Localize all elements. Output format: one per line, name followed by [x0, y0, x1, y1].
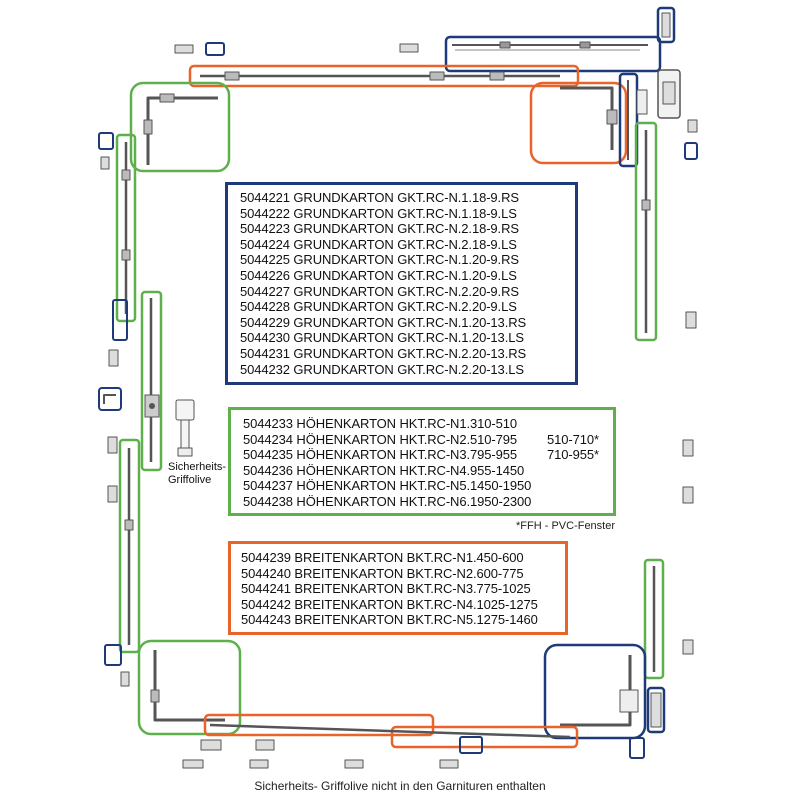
bottom-left-corner-drive	[137, 639, 242, 736]
bottom-right-keeper	[629, 737, 645, 759]
breitenkarton-line: 5044242 BREITENKARTON BKT.RC-N4.1025-127…	[241, 596, 538, 612]
hoehenkarton-line: 5044233 HÖHENKARTON HKT.RC-N1.310-510	[243, 416, 517, 431]
top-part-2	[205, 42, 225, 56]
grundkarton-line: 5044223 GRUNDKARTON GKT.RC-N.2.18-9.RS	[240, 221, 519, 237]
hoehenkarton-line: 5044236 HÖHENKARTON HKT.RC-N4.955-1450	[243, 462, 525, 478]
right-lower-rod	[643, 558, 665, 680]
top-right-corner-drive	[529, 81, 628, 165]
top-right-small-part	[656, 6, 676, 44]
grundkarton-line: 5044221 GRUNDKARTON GKT.RC-N.1.18-9.RS	[240, 190, 519, 205]
top-right-vertical-part	[618, 72, 639, 168]
grundkarton-line: 5044229 GRUNDKARTON GKT.RC-N.1.20-13.RS	[240, 314, 527, 330]
grundkarton-line: 5044224 GRUNDKARTON GKT.RC-N.2.18-9.LS	[240, 236, 517, 252]
grundkarton-line: 5044230 GRUNDKARTON GKT.RC-N.1.20-13.LS	[240, 330, 524, 346]
grundkarton-line: 5044226 GRUNDKARTON GKT.RC-N.1.20-9.LS	[240, 267, 517, 283]
breitenkarton-line: 5044241 BREITENKARTON BKT.RC-N3.775-1025	[241, 581, 531, 597]
hoehenkarton-box: 5044233 HÖHENKARTON HKT.RC-N1.310-510 50…	[228, 407, 616, 516]
hoehenkarton-line: 5044238 HÖHENKARTON HKT.RC-N6.1950-2300	[243, 493, 532, 509]
grundkarton-line: 5044222 GRUNDKARTON GKT.RC-N.1.18-9.LS	[240, 205, 517, 221]
footer-note: Sicherheits- Griffolive nicht in den Gar…	[254, 779, 546, 793]
handle-gearbox-rod	[140, 290, 163, 472]
top-part-1	[174, 44, 194, 54]
top-part-3	[399, 43, 419, 53]
grundkarton-line: 5044232 GRUNDKARTON GKT.RC-N.2.20-13.LS	[240, 361, 524, 377]
left-lower-rod	[118, 438, 141, 654]
breitenkarton-line: 5044239 BREITENKARTON BKT.RC-N1.450-600	[241, 550, 524, 565]
right-upper-rod	[634, 121, 658, 342]
grundkarton-line: 5044227 GRUNDKARTON GKT.RC-N.2.20-9.RS	[240, 283, 519, 299]
hoehenkarton-line: 5044237 HÖHENKARTON HKT.RC-N5.1450-1950	[243, 478, 532, 494]
left-upper-part	[98, 132, 114, 150]
grundkarton-line: 5044228 GRUNDKARTON GKT.RC-N.2.20-9.LS	[240, 299, 517, 315]
grundkarton-line: 5044231 GRUNDKARTON GKT.RC-N.2.20-13.RS	[240, 345, 527, 361]
breitenkarton-line: 5044243 BREITENKARTON BKT.RC-N5.1275-146…	[241, 612, 538, 628]
bottom-right-corner-drive	[543, 643, 647, 740]
left-upper-small-part	[112, 299, 128, 341]
grundkarton-line: 5044225 GRUNDKARTON GKT.RC-N.1.20-9.RS	[240, 252, 519, 268]
grundkarton-box: 5044221 GRUNDKARTON GKT.RC-N.1.18-9.RS 5…	[225, 182, 578, 385]
griffolive-icon	[175, 399, 195, 457]
top-left-corner-drive	[129, 81, 231, 173]
left-lower-small-part	[104, 644, 122, 666]
breitenkarton-line: 5044240 BREITENKARTON BKT.RC-N2.600-775	[241, 565, 524, 581]
bottom-width-rod	[203, 713, 579, 749]
bottom-right-hinge	[646, 686, 666, 734]
griffolive-label: Sicherheits- Griffolive	[168, 461, 227, 486]
breitenkarton-box: 5044239 BREITENKARTON BKT.RC-N1.450-600 …	[228, 541, 568, 635]
ffh-note: *FFH - PVC-Fenster	[516, 520, 616, 532]
top-width-rod	[188, 64, 580, 88]
left-keeper	[98, 387, 122, 411]
top-connector-rail	[444, 35, 662, 73]
